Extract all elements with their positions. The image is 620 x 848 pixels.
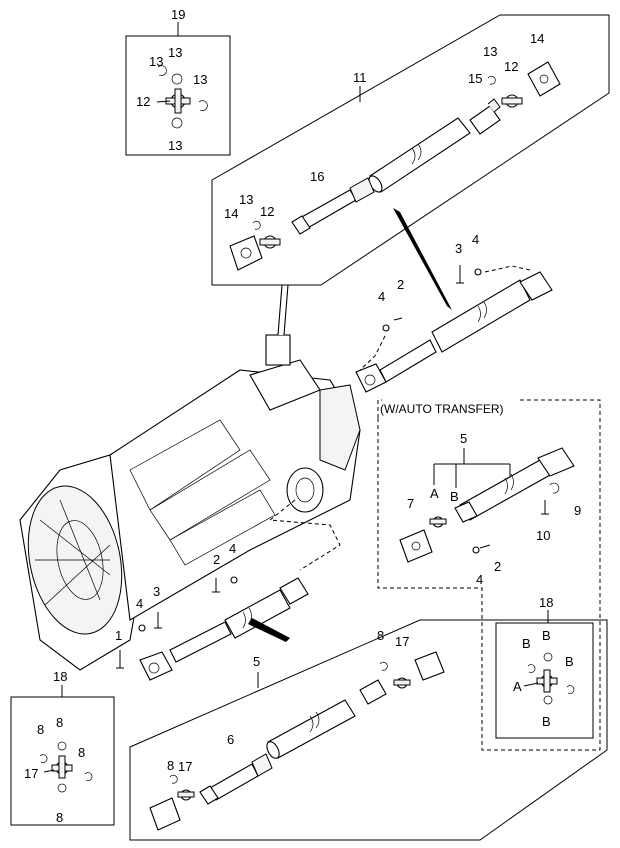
label-8: 8 bbox=[56, 810, 63, 825]
label-13: 13 bbox=[168, 138, 182, 153]
shaft-tube-11 bbox=[368, 117, 471, 193]
label-8: 8 bbox=[37, 722, 44, 737]
label-4: 4 bbox=[472, 232, 479, 247]
label-17: 17 bbox=[178, 759, 192, 774]
universal-joint-12-rear bbox=[501, 94, 523, 108]
label-18: 18 bbox=[53, 669, 67, 684]
label-16: 16 bbox=[310, 169, 324, 184]
label-9: 9 bbox=[574, 503, 581, 518]
label-A: A bbox=[430, 486, 439, 501]
label-2: 2 bbox=[213, 552, 220, 567]
universal-joint-19 bbox=[165, 88, 191, 114]
label-2: 2 bbox=[494, 559, 501, 574]
label-B: B bbox=[522, 636, 531, 651]
label-A: A bbox=[513, 679, 522, 694]
sliding-shaft-16 bbox=[291, 177, 375, 235]
label-1: 1 bbox=[115, 628, 122, 643]
label-13: 13 bbox=[193, 72, 207, 87]
label-12: 12 bbox=[260, 204, 274, 219]
label-13: 13 bbox=[239, 192, 253, 207]
assembly-box-11 bbox=[211, 14, 610, 310]
label-B: B bbox=[565, 654, 574, 669]
label-8: 8 bbox=[377, 628, 384, 643]
flange-yoke-14-rear bbox=[527, 61, 561, 97]
label-8: 8 bbox=[167, 758, 174, 773]
label-17: 17 bbox=[24, 766, 38, 781]
callout-labels: 19 13 13 13 12 13 11 13 14 15 12 16 13 1… bbox=[24, 7, 581, 825]
flange-yoke-14-front bbox=[229, 235, 263, 271]
label-3: 3 bbox=[153, 584, 160, 599]
label-4: 4 bbox=[378, 289, 385, 304]
label-17: 17 bbox=[395, 634, 409, 649]
label-13: 13 bbox=[483, 44, 497, 59]
label-B: B bbox=[542, 628, 551, 643]
transmission-assembly bbox=[19, 284, 361, 671]
label-12: 12 bbox=[136, 94, 150, 109]
label-8: 8 bbox=[56, 715, 63, 730]
slip-yoke-15 bbox=[469, 98, 501, 135]
inset-box-18-right bbox=[495, 610, 594, 739]
label-14: 14 bbox=[530, 31, 544, 46]
label-5: 5 bbox=[460, 431, 467, 446]
front-propeller-shaft bbox=[116, 499, 341, 681]
label-B: B bbox=[542, 714, 551, 729]
label-11: 11 bbox=[353, 70, 367, 85]
auto-transfer-box bbox=[377, 399, 601, 751]
label-13: 13 bbox=[168, 45, 182, 60]
label-19: 19 bbox=[171, 7, 185, 22]
label-4: 4 bbox=[229, 541, 236, 556]
label-18: 18 bbox=[539, 595, 553, 610]
assembly-box-5 bbox=[129, 619, 608, 841]
label-12: 12 bbox=[504, 59, 518, 74]
label-14: 14 bbox=[224, 206, 238, 221]
label-2: 2 bbox=[397, 277, 404, 292]
label-15: 15 bbox=[468, 71, 482, 86]
label-13: 13 bbox=[149, 54, 163, 69]
label-4: 4 bbox=[136, 596, 143, 611]
inset-box-18-left bbox=[10, 685, 115, 826]
label-7: 7 bbox=[407, 496, 414, 511]
auto-transfer-label: (W/AUTO TRANSFER) bbox=[380, 402, 504, 416]
label-B: B bbox=[450, 489, 459, 504]
label-4: 4 bbox=[476, 572, 483, 587]
inset-box-19 bbox=[125, 22, 231, 156]
label-5: 5 bbox=[253, 654, 260, 669]
label-3: 3 bbox=[455, 241, 462, 256]
label-6: 6 bbox=[227, 732, 234, 747]
label-8: 8 bbox=[78, 745, 85, 760]
label-10: 10 bbox=[536, 528, 550, 543]
rear-propeller-shaft bbox=[355, 265, 553, 393]
universal-joint-12-front bbox=[259, 235, 281, 249]
